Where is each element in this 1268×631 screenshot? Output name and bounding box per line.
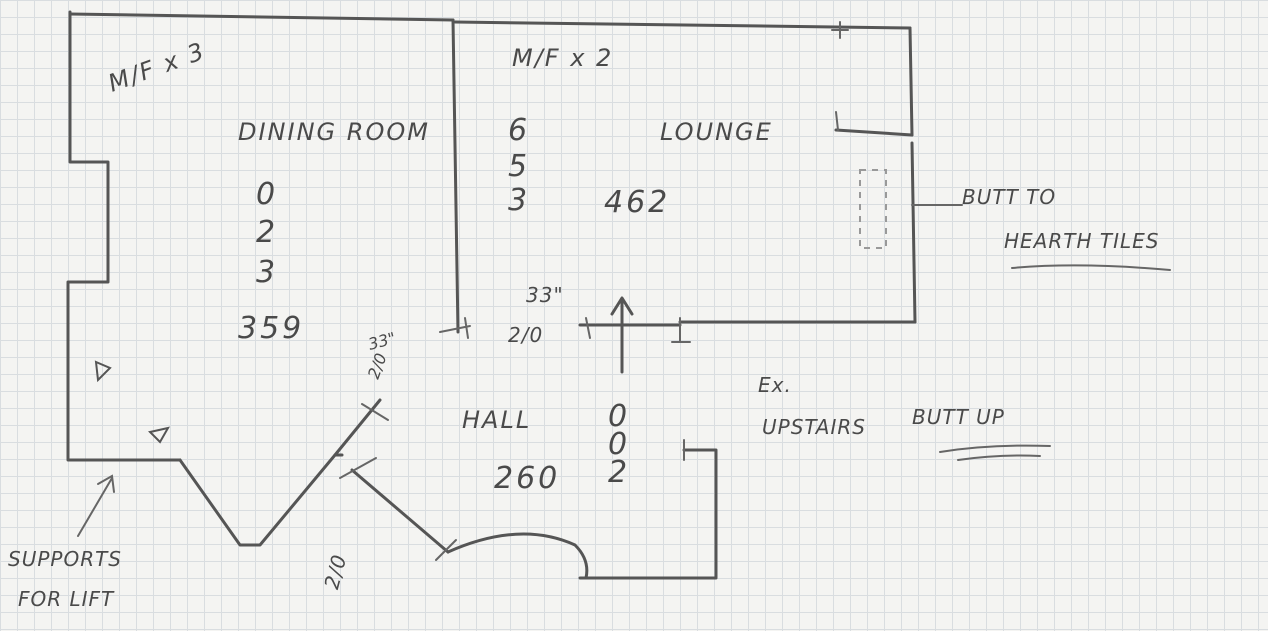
lounge-area: 462 <box>604 185 670 220</box>
note-for-lift: FOR LIFT <box>18 587 115 611</box>
hall-area-digit-2: 0 <box>608 427 630 462</box>
dining-mf-label: M/F x 3 <box>104 37 209 98</box>
lounge-mf-label: M/F x 2 <box>512 44 613 72</box>
note-butt-hearth-2: HEARTH TILES <box>1004 229 1159 253</box>
note-butt-up: BUTT UP <box>912 405 1005 429</box>
dimension-label: 33" <box>526 283 564 307</box>
note-upstairs: UPSTAIRS <box>762 415 866 439</box>
dining-area-digit-3: 3 <box>256 255 278 290</box>
lounge-area-digit-3: 3 <box>508 183 530 218</box>
underline <box>939 444 1051 453</box>
dimension-label: 2/0 <box>319 551 351 591</box>
lounge-doorway <box>439 317 591 339</box>
lounge-room-name: LOUNGE <box>660 118 773 146</box>
supports-arrowhead-icon <box>97 474 115 493</box>
hall-area-digit-1: 0 <box>608 399 630 434</box>
dining-room-name: DINING ROOM <box>238 118 430 146</box>
supports-arrow-icon <box>77 477 113 537</box>
dimension-label: 2/0 <box>508 323 543 347</box>
lounge-walls <box>453 20 917 343</box>
lounge-area-digit-2: 5 <box>508 149 530 184</box>
lounge-area-digit-1: 6 <box>508 113 530 148</box>
dimension-label: 33" <box>366 328 398 354</box>
hall-area-digit-3: 2 <box>608 455 630 490</box>
dining-area-digit-1: 0 <box>256 177 278 212</box>
support-marker-icon <box>94 360 112 383</box>
bay-walls <box>178 398 718 580</box>
note-butt-hearth-1: BUTT TO <box>962 185 1056 209</box>
hall-room-name: HALL <box>462 406 531 434</box>
hall-area: 260 <box>494 461 560 496</box>
dining-area: 359 <box>238 311 304 346</box>
underline <box>1011 264 1171 271</box>
dining-room-walls <box>66 10 460 462</box>
underline <box>957 454 1041 461</box>
support-marker-icon <box>148 426 170 444</box>
dining-area-digit-2: 2 <box>256 215 278 250</box>
note-ex: Ex. <box>758 373 792 397</box>
dimension-label: 2/0 <box>364 351 391 382</box>
note-supports: SUPPORTS <box>8 547 122 571</box>
stair-arrow-icon <box>610 296 634 374</box>
hearth-outline <box>859 169 887 249</box>
